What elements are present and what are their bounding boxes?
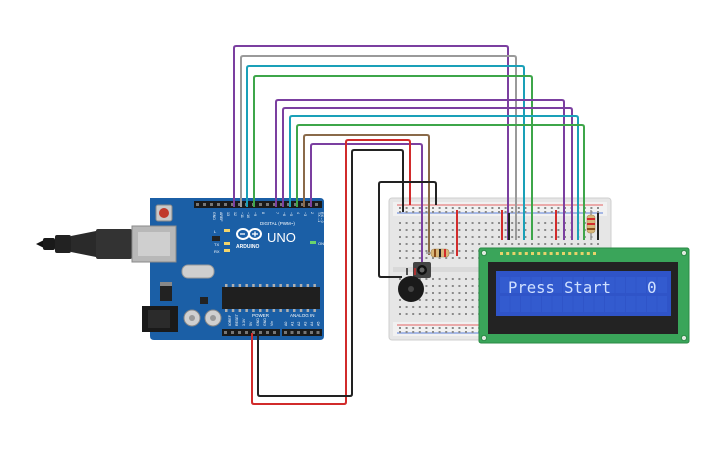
power-pin-label: GND <box>263 318 267 326</box>
power-pin-label: Vin <box>270 321 274 326</box>
digital-pin-label: RX←0 <box>320 212 324 223</box>
digital-pin-label: ~3 <box>303 212 307 216</box>
power-pin-label: IOREF <box>228 314 232 326</box>
power-pin-label: 5V <box>249 321 253 326</box>
wire-purple-1 <box>233 45 509 240</box>
digital-header <box>194 201 322 208</box>
digital-pin-label: 2 <box>310 212 314 214</box>
wire-ends <box>233 198 312 342</box>
digital-pin-label: GND <box>212 212 216 220</box>
power-pin-label: 3.3V <box>242 318 246 326</box>
lcd-message: Press Start <box>508 278 611 297</box>
analog-header <box>282 329 322 336</box>
resistor-button <box>426 248 454 258</box>
digital-label: DIGITAL (PWM~) <box>260 221 295 226</box>
wire-black-buzzer <box>378 181 437 278</box>
analog-pin-label: A1 <box>291 322 295 326</box>
power-label: POWER <box>252 313 270 318</box>
analog-label: ANALOG IN <box>290 313 315 318</box>
wire-teal-2 <box>289 115 579 240</box>
analog-pin-label: A4 <box>310 322 314 326</box>
led-tx-label: TX <box>214 242 219 247</box>
led-rx-label: RX <box>214 249 220 254</box>
wires <box>233 45 599 405</box>
push-button[interactable] <box>413 262 431 278</box>
wire-brown <box>303 134 430 255</box>
arduino-model: UNO <box>267 230 296 245</box>
analog-pin-label: A3 <box>304 322 308 326</box>
digital-pin-label: 7 <box>275 212 279 214</box>
lcd-module: Press Start 0 <box>478 247 690 344</box>
digital-pin-label: TX→1 <box>317 212 321 222</box>
digital-pin-label: ~11 <box>240 212 244 218</box>
piezo-buzzer <box>398 268 424 302</box>
wire-black-gnd <box>257 149 404 397</box>
power-pin-label: RESET <box>235 313 239 326</box>
lcd-character-cells <box>500 277 667 312</box>
wire-purple-4 <box>310 143 423 262</box>
digital-pin-label: 12 <box>233 212 237 216</box>
led-on-label: ON <box>318 241 324 246</box>
power-pin-label: GND <box>256 318 260 326</box>
wire-gray <box>240 55 517 240</box>
resistor-lcd <box>586 210 596 240</box>
analog-pin-label: A0 <box>284 322 288 326</box>
analog-pin-label: A2 <box>297 322 301 326</box>
digital-pin-label: ~9 <box>253 212 257 216</box>
digital-pin-label: ~10 <box>246 212 250 218</box>
arduino-logo-text: ARDUINO <box>236 244 259 250</box>
digital-pin-label: AREF <box>219 212 223 222</box>
wire-teal-1 <box>246 65 525 240</box>
lcd-pin-header <box>500 252 596 255</box>
arduino-logo-icon <box>236 228 262 240</box>
wire-purple-2 <box>275 99 565 240</box>
lcd-score: 0 <box>647 278 657 297</box>
wire-red-power <box>251 139 411 405</box>
arduino-uno-board: L TX RX ON ARDUINO UNO DIGITAL (PWM~) GN… <box>131 198 324 340</box>
wire-green-2 <box>296 124 585 240</box>
power-header <box>222 329 280 336</box>
digital-pin-label: 13 <box>226 212 230 216</box>
analog-pin-label: A5 <box>317 322 321 326</box>
digital-pin-label: 8 <box>261 212 265 214</box>
led-l-label: L <box>214 229 217 234</box>
digital-pin-label: ~6 <box>282 212 286 216</box>
digital-pin-label: ~5 <box>289 212 293 216</box>
wire-purple-3 <box>282 107 573 240</box>
digital-pin-label: 4 <box>296 212 300 214</box>
wire-green-1 <box>253 75 533 240</box>
